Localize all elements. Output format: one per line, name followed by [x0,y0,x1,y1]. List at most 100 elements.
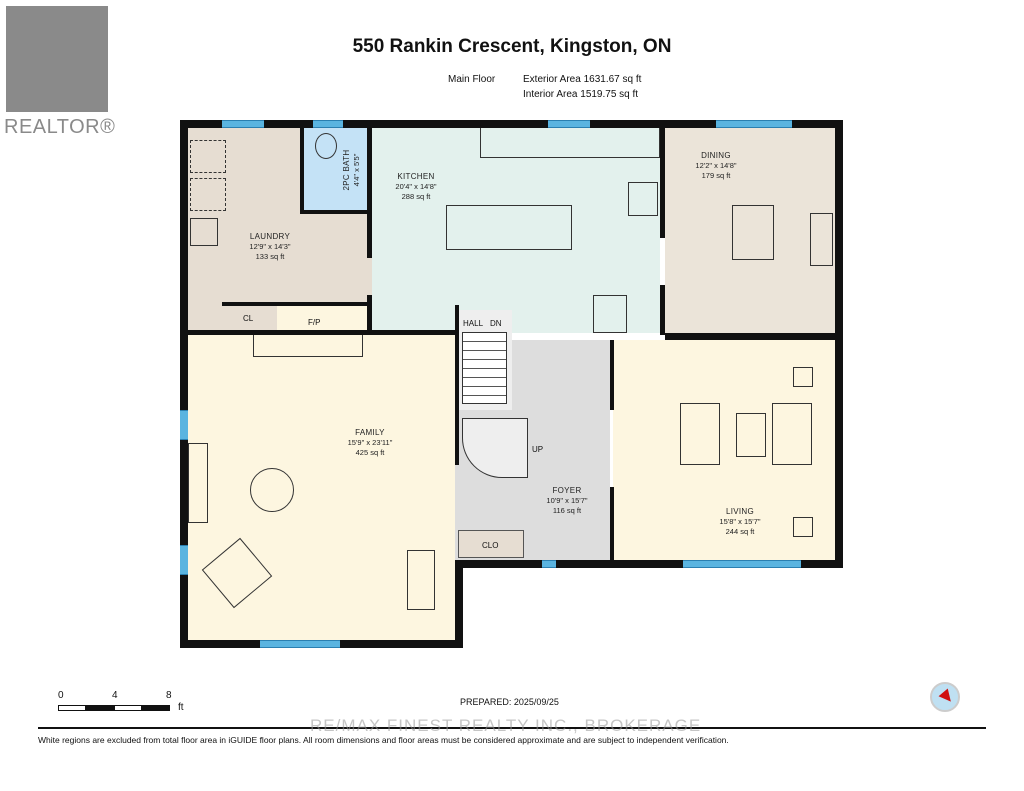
tv-stand [188,443,208,523]
room-dims: 12'2" x 14'8" [695,161,737,170]
wall [455,305,459,465]
scale-segment [86,705,114,711]
window [313,120,343,128]
label-cl: CL [243,314,254,323]
wall [455,560,463,648]
room-dims: 15'9" x 23'11" [347,438,393,447]
room-dims: 12'9" x 14'3" [249,242,291,251]
scale-segment [142,705,170,711]
wall [367,128,372,258]
room-area: 116 sq ft [552,506,582,515]
fridge [593,295,627,333]
wall [222,302,370,306]
room-name: LIVING [725,507,755,516]
room-cl [226,305,272,330]
room-name: FOYER [552,486,582,495]
realtor-logo: REALTOR® [0,0,120,140]
stove [628,182,658,216]
window [542,560,556,568]
room-dims: 15'8" x 15'7" [719,517,761,526]
room-fp [277,305,367,330]
compass-icon [930,682,960,712]
disclaimer: White regions are excluded from total fl… [38,735,729,745]
scale-tick: 4 [112,690,118,701]
page-title: 550 Rankin Crescent, Kingston, ON [352,36,672,57]
washer [190,140,226,173]
wall [660,285,665,335]
window [222,120,264,128]
room-family [188,335,455,640]
scale-tick: 0 [58,690,64,701]
dining-table [732,205,774,260]
logo-text: REALTOR® [4,116,116,138]
room-living [613,340,835,560]
wall [300,210,370,214]
room-dims: 10'9" x 15'7" [546,496,588,505]
room-name: LAUNDRY [249,232,291,241]
room-area: 244 sq ft [725,527,755,536]
room-area: 179 sq ft [701,171,731,180]
wall [455,560,843,568]
wall [665,333,843,340]
window [180,545,188,575]
interior-area: Interior Area 1519.75 sq ft [523,89,639,100]
window [180,410,188,440]
scale-segment [114,705,142,711]
room-name: KITCHEN [397,172,435,181]
exterior-area: Exterior Area 1631.67 sq ft [523,74,642,85]
window [548,120,590,128]
room-area: 288 sq ft [401,192,431,201]
sofa [772,403,812,465]
window [716,120,792,128]
toilet [315,133,337,159]
desk [407,550,435,610]
kitchen-island [446,205,572,250]
room-name: DINING [701,151,731,160]
floor-name: Main Floor [448,74,496,85]
wall [188,330,458,335]
window [260,640,340,648]
wall [835,120,843,568]
wall [610,487,614,562]
round-table [250,468,294,512]
room-clo [458,530,524,558]
coffee-table [736,413,766,457]
room-area: 133 sq ft [255,252,285,261]
end-table [793,517,813,537]
room-area: 425 sq ft [355,448,385,457]
room-name: FAMILY [355,428,385,437]
sideboard [810,213,833,266]
room-kitchen [372,128,660,333]
stairs-down [462,332,507,404]
kitchen-counter [480,128,660,158]
watermark: RE/MAX FINEST REALTY INC., BROKERAGE [310,716,702,735]
divider [38,727,986,729]
scale-segment [58,705,86,711]
label-up: UP [532,445,544,454]
scale-tick: 8 [166,690,172,701]
label-fp: F/P [308,318,321,327]
room-dims: 4'4" x 5'5" [352,153,361,187]
wall [180,120,842,128]
fireplace-hearth [253,335,363,357]
prepared-date: PREPARED: 2025/09/25 [460,697,559,707]
wall [180,120,188,648]
wall [660,128,665,238]
wall [367,295,372,335]
dryer [190,178,226,211]
sofa [680,403,720,465]
scale-unit: ft [178,702,184,713]
window [683,560,801,568]
room-dims: 20'4" x 14'8" [395,182,437,191]
sink [190,218,218,246]
label-clo: CLO [482,541,499,550]
end-table [793,367,813,387]
